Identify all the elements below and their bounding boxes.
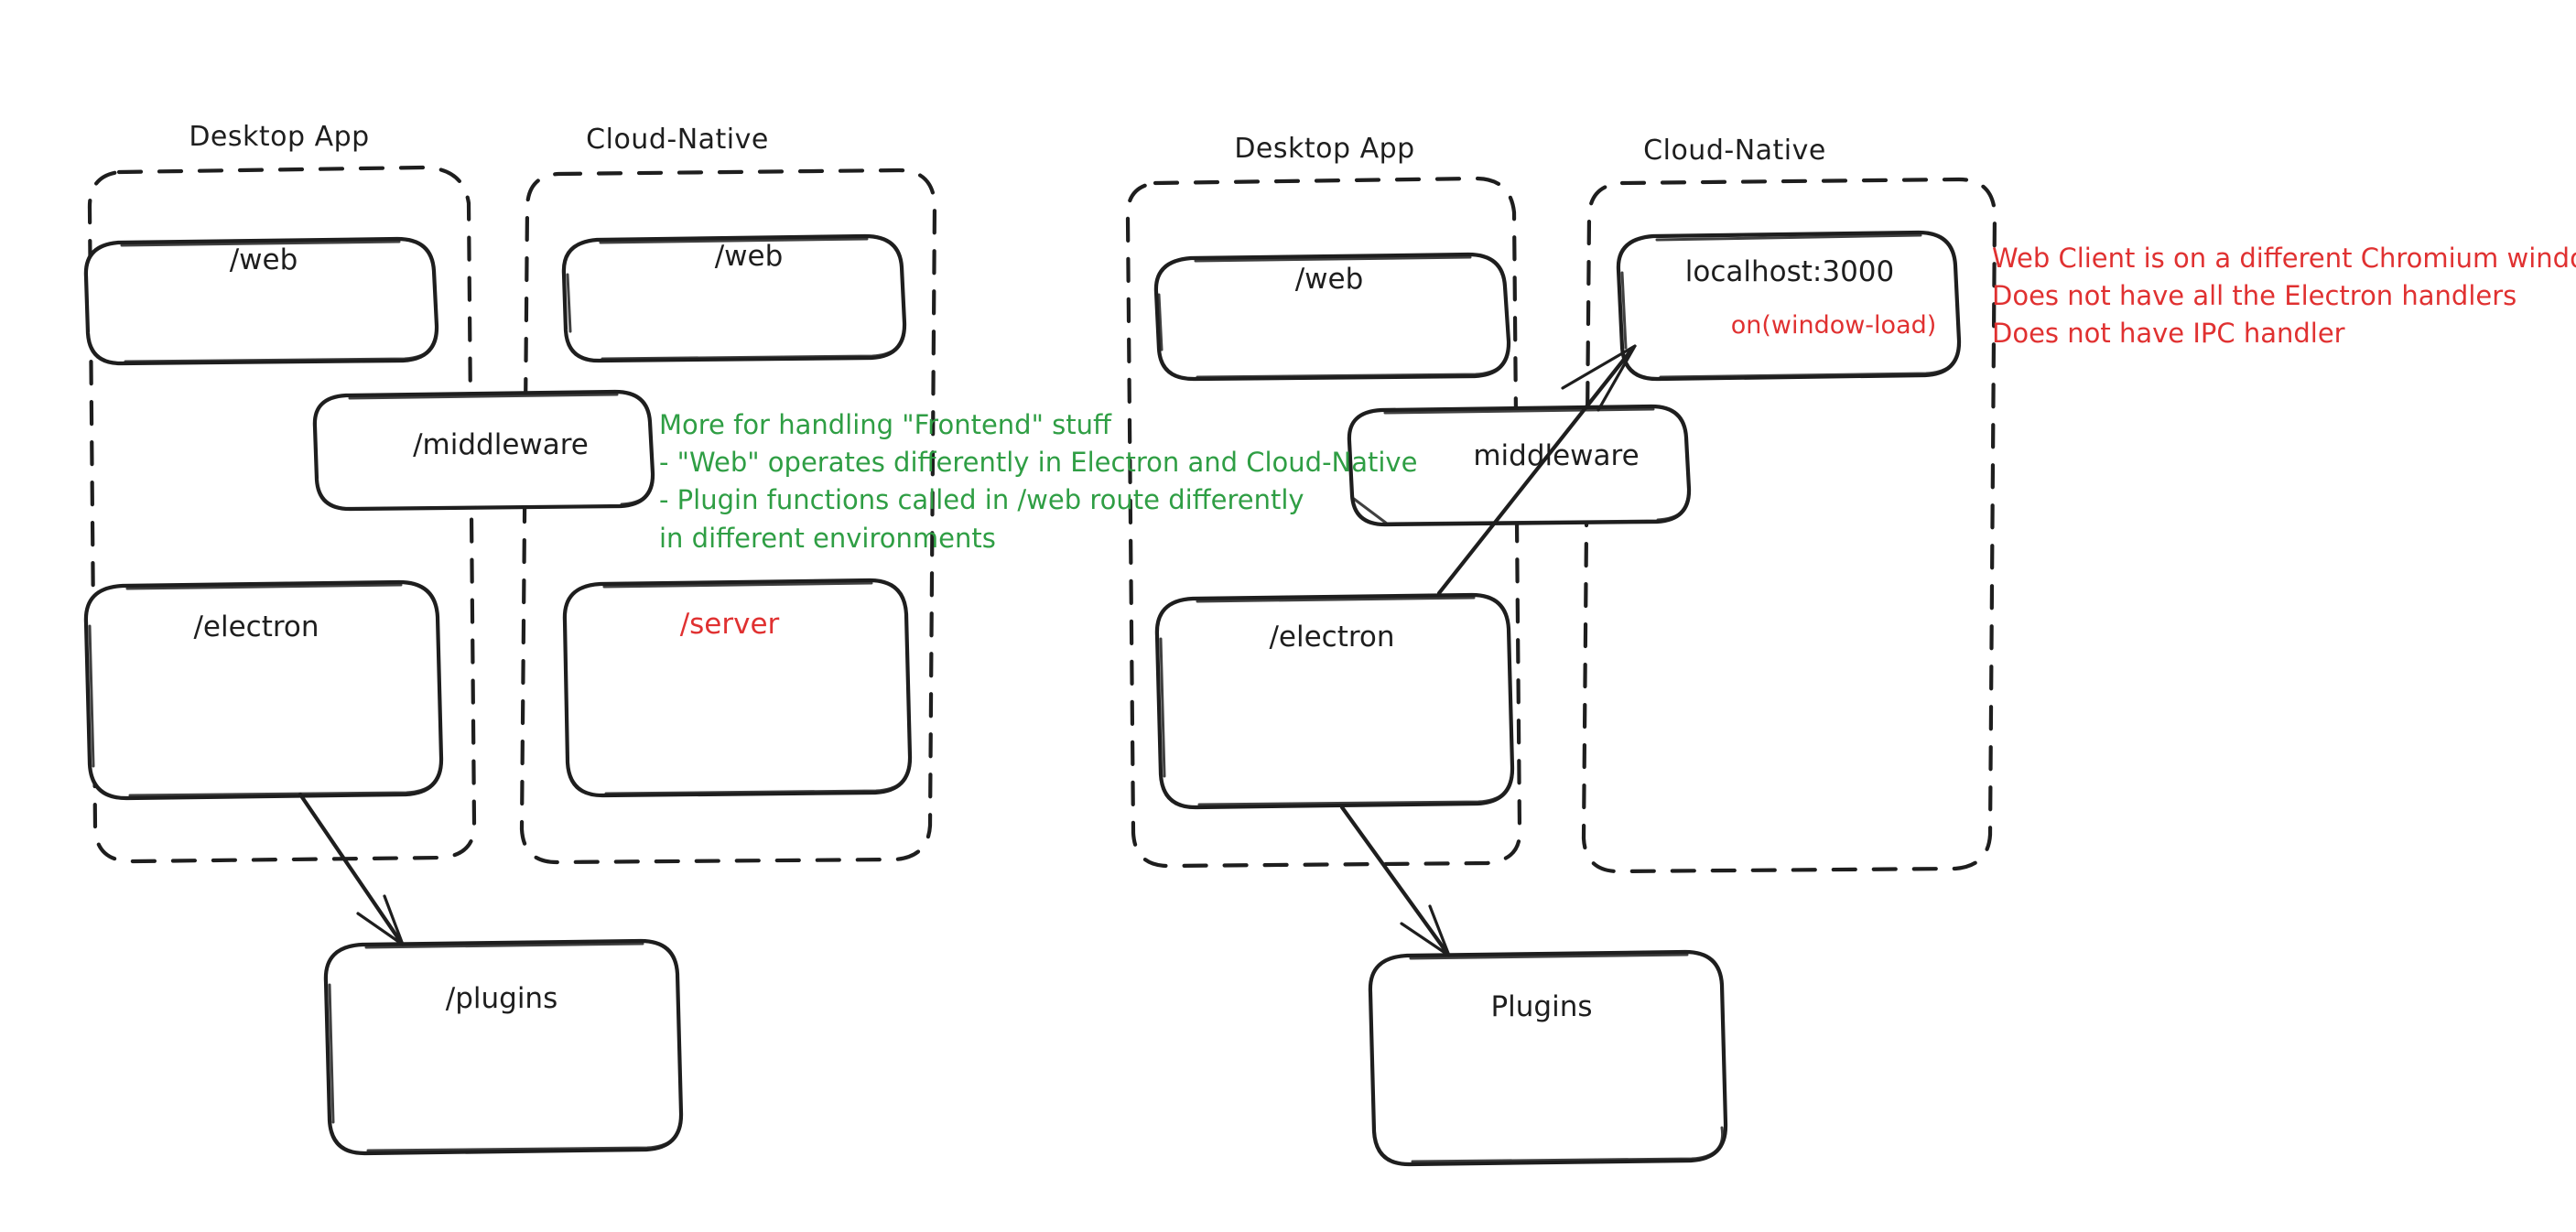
group-title-left-desktop-app: Desktop App	[189, 121, 370, 153]
node-label-left-electron[interactable]: /electron	[193, 611, 319, 643]
annotation-red-line-1: Web Client is on a different Chromium wi…	[1992, 243, 2576, 274]
node-shape-left-plugins	[323, 938, 684, 1156]
node-label-right-middleware[interactable]: middleware	[1473, 439, 1640, 472]
node-label-left-web-cloud[interactable]: /web	[714, 240, 784, 273]
arrow-right-electron-to-plugins	[1339, 805, 1451, 957]
group-title-right-cloud-native: Cloud-Native	[1643, 135, 1826, 167]
node-label-right-electron[interactable]: /electron	[1269, 621, 1395, 654]
annotation-red-line-3: Does not have IPC handler	[1992, 318, 2345, 350]
node-shape-right-plugins	[1368, 949, 1728, 1167]
node-label-left-plugins[interactable]: /plugins	[445, 982, 558, 1015]
node-label-right-plugins[interactable]: Plugins	[1490, 990, 1593, 1023]
annotation-green-line-4: in different environments	[659, 522, 996, 554]
annotation-red-line-2: Does not have all the Electron handlers	[1992, 280, 2517, 312]
node-sublabel-right-localhost-on-window-load: on(window-load)	[1730, 311, 1937, 340]
arrow-left-electron-to-plugins	[298, 792, 405, 946]
annotation-green-line-2: - "Web" operates differently in Electron…	[659, 447, 1418, 479]
group-title-right-desktop-app: Desktop App	[1234, 133, 1415, 165]
node-label-left-server[interactable]: /server	[679, 608, 780, 641]
annotation-green-line-1: More for handling "Frontend" stuff	[659, 409, 1111, 440]
node-label-left-middleware[interactable]: /middleware	[413, 428, 589, 461]
node-label-right-web[interactable]: /web	[1294, 263, 1364, 296]
node-label-right-localhost[interactable]: localhost:3000	[1684, 255, 1895, 288]
group-title-left-cloud-native: Cloud-Native	[586, 124, 769, 156]
node-label-left-web-desktop[interactable]: /web	[229, 243, 298, 276]
annotation-green-note: More for handling "Frontend" stuff - "We…	[659, 406, 1417, 557]
annotation-red-note: Web Client is on a different Chromium wi…	[1992, 240, 2576, 353]
annotation-green-line-3: - Plugin functions called in /web route …	[659, 484, 1304, 516]
